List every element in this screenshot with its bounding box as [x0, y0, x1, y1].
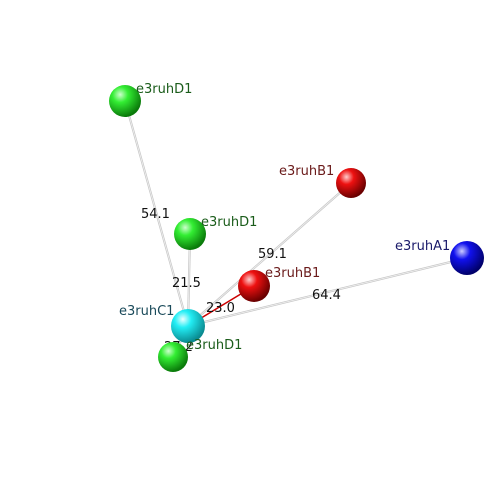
green-sphere-icon [158, 342, 188, 372]
edge-distance-label: 64.4 [312, 288, 341, 303]
edge-distance-label: 23.0 [206, 301, 235, 316]
cyan-sphere-icon [171, 309, 205, 343]
red-sphere-icon [336, 168, 366, 198]
green-sphere-icon [109, 85, 141, 117]
node-label: e3ruhA1 [395, 239, 450, 254]
edge-distance-label: 54.1 [141, 207, 170, 222]
node-label: e3ruhD1 [136, 82, 192, 97]
blue-sphere-icon [450, 241, 484, 275]
edge-line-inner [124, 100, 189, 327]
node-label: e3ruhD1 [186, 338, 242, 353]
red-sphere-icon [238, 270, 270, 302]
node-label: e3ruhB1 [265, 266, 320, 281]
edge-line-inner [187, 257, 468, 327]
green-sphere-icon [174, 218, 206, 250]
edge-distance-label: 21.5 [172, 276, 201, 291]
edge-distance-label: 59.1 [258, 247, 287, 262]
nodes-layer [109, 85, 484, 372]
node-label: e3ruhC1 [119, 304, 174, 319]
node-labels-layer: e3ruhD1 e3ruhB1 e3ruhD1 e3ruhA1 e3ruhB1 e3ruh… [119, 82, 450, 353]
node-label: e3ruhB1 [279, 164, 334, 179]
node-label: e3ruhD1 [201, 215, 257, 230]
edge-labels-layer: 54.159.121.564.423.027.2 [141, 207, 341, 355]
edge-line-inner [187, 182, 352, 327]
